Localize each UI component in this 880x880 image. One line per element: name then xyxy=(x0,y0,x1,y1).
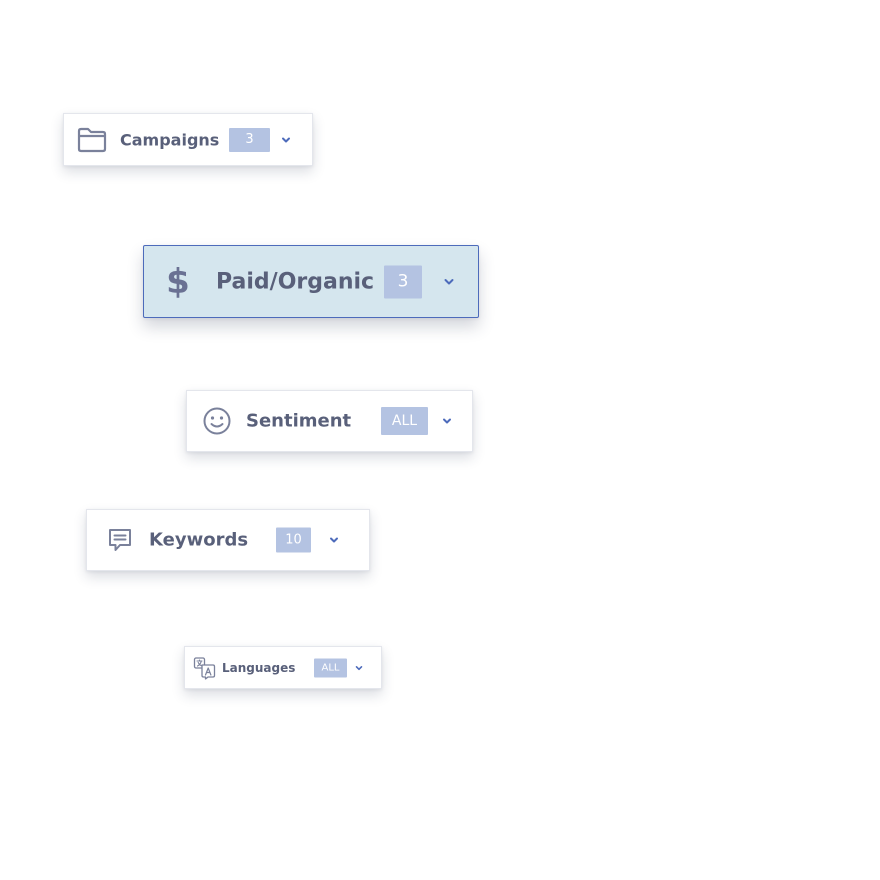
dollar-icon: $ xyxy=(166,261,190,302)
paid-organic-count-badge: 3 xyxy=(384,265,422,298)
keywords-filter-label: Keywords xyxy=(149,529,249,551)
paid-organic-filter-label: Paid/Organic xyxy=(216,269,375,294)
languages-filter-dropdown[interactable]: Languages ALL xyxy=(184,646,382,689)
sentiment-value-badge: ALL xyxy=(381,407,428,435)
chevron-down-icon[interactable] xyxy=(440,414,454,428)
languages-value-badge: ALL xyxy=(314,658,347,677)
campaigns-count-badge: 3 xyxy=(229,127,270,152)
keywords-filter-dropdown[interactable]: Keywords 10 xyxy=(86,509,370,571)
translate-icon xyxy=(193,656,216,679)
campaigns-filter-dropdown[interactable]: Campaigns 3 xyxy=(63,113,313,166)
keywords-count-badge: 10 xyxy=(276,527,311,553)
folder-icon xyxy=(76,126,108,154)
chevron-down-icon[interactable] xyxy=(279,133,293,147)
chevron-down-icon[interactable] xyxy=(327,533,341,547)
paid-organic-filter-dropdown[interactable]: $ Paid/Organic 3 xyxy=(143,245,479,318)
campaigns-filter-label: Campaigns xyxy=(120,130,220,149)
languages-filter-label: Languages xyxy=(222,660,296,675)
chevron-down-icon[interactable] xyxy=(442,275,456,289)
chat-bubble-icon xyxy=(107,527,133,553)
smiley-icon xyxy=(202,406,232,436)
sentiment-filter-dropdown[interactable]: Sentiment ALL xyxy=(186,390,473,452)
chevron-down-icon[interactable] xyxy=(354,663,364,673)
sentiment-filter-label: Sentiment xyxy=(246,410,352,432)
